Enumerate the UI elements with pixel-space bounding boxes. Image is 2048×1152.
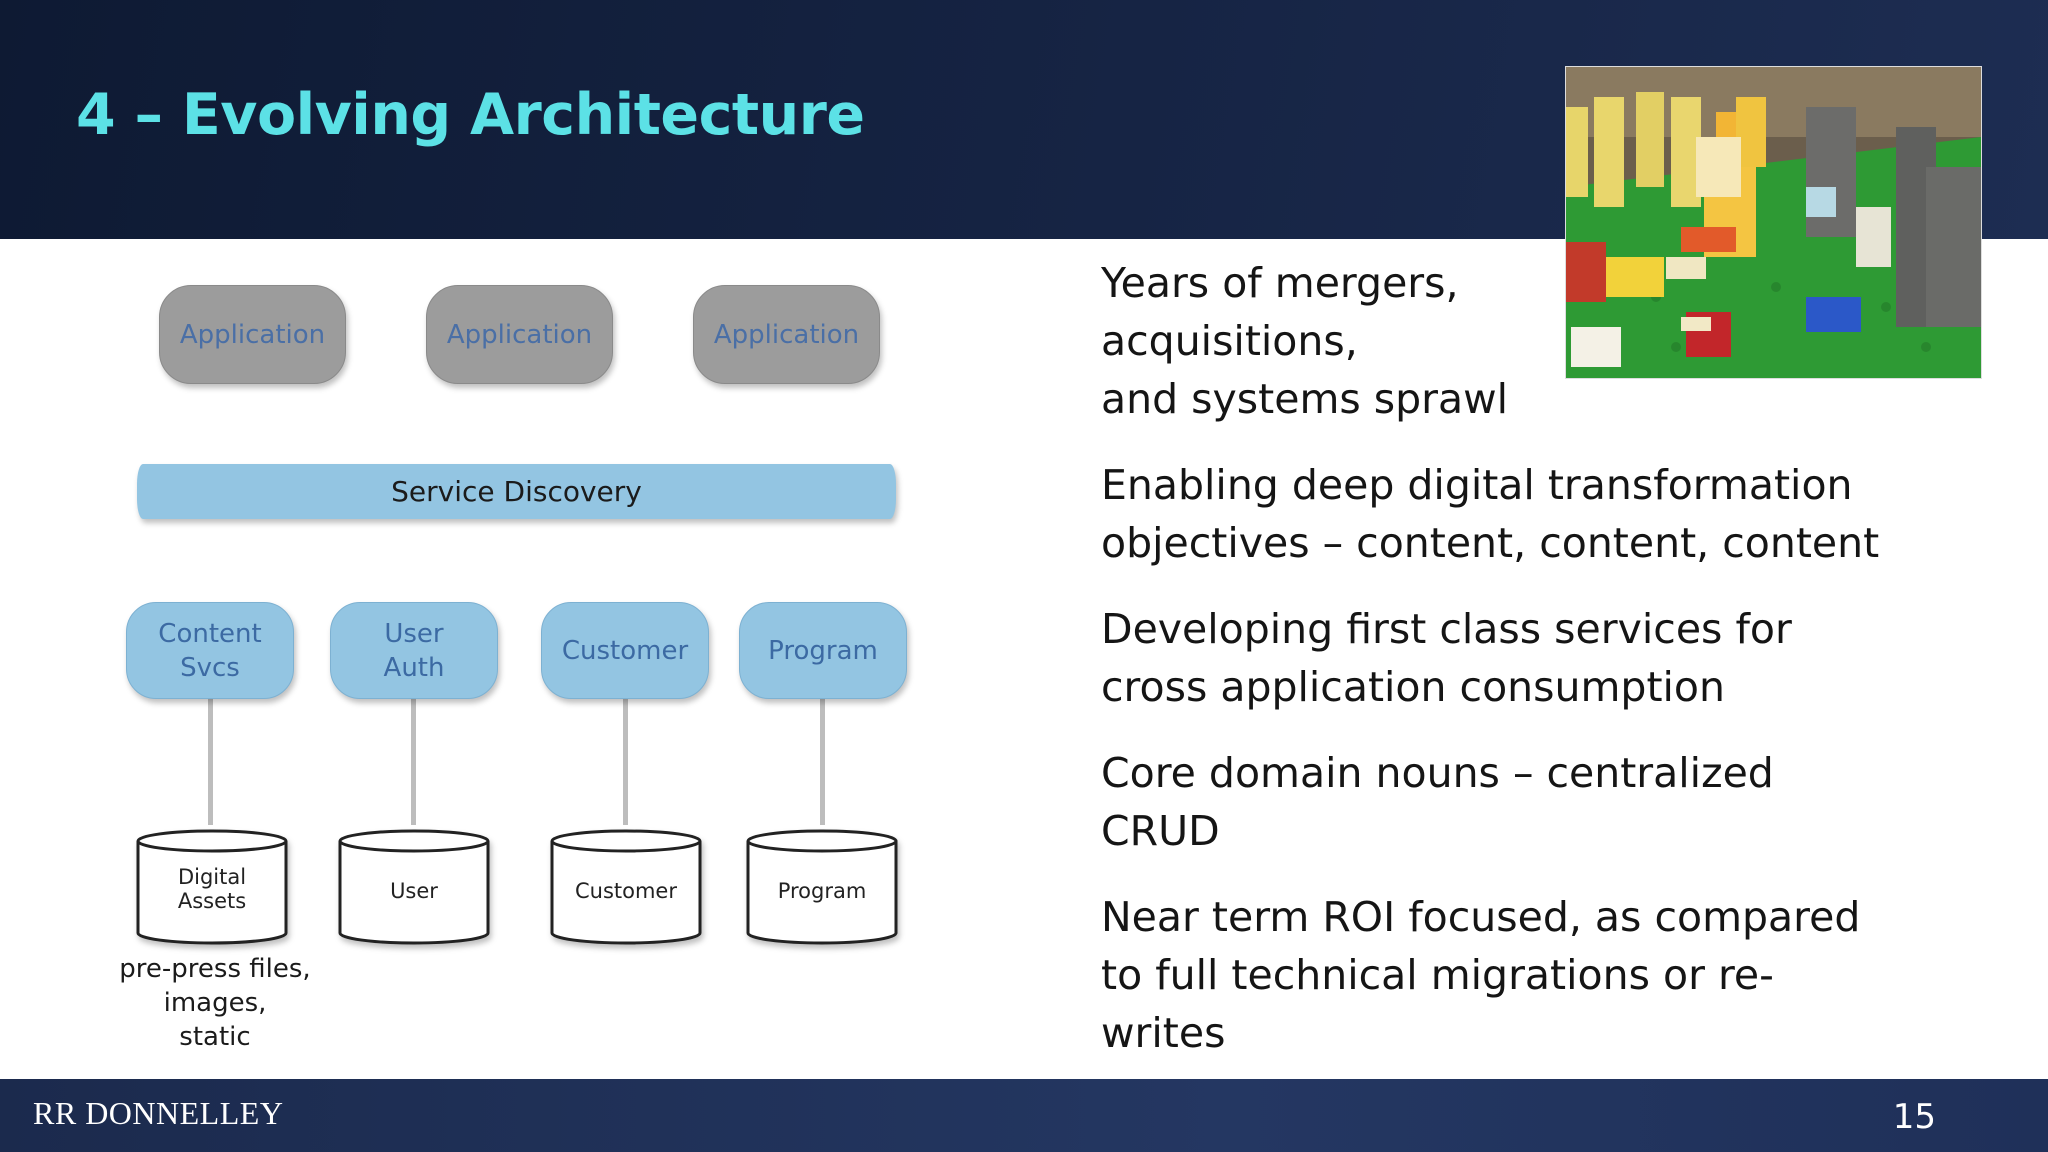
bullet-item: Enabling deep digital transformation obj… [1101,461,1880,567]
bullet-item: Years of mergers, acquisitions, and syst… [1101,259,1509,423]
architecture-diagram: Application Application Application Serv… [0,239,1000,1079]
database-label-program: Program [777,879,867,903]
slide-title: 4 – Evolving Architecture [76,82,865,148]
connector-line [208,697,213,825]
database-label-user: User [390,879,438,903]
application-node-3: Application [693,285,880,384]
page-number: 15 [1892,1097,1936,1137]
bullet-item: Near term ROI focused, as compared to fu… [1101,893,1861,1057]
service-discovery-bus: Service Discovery [137,464,896,519]
database-label-customer: Customer [574,879,677,903]
service-node-customer: Customer [541,602,709,699]
service-node-user-auth: User Auth [330,602,498,699]
connector-line [411,697,416,825]
connector-line [623,697,628,825]
digital-assets-note: pre-press files, images, static [119,954,311,1052]
bullet-item: Core domain nouns – centralized CRUD [1101,749,1774,855]
service-node-content-svcs: Content Svcs [126,602,294,699]
footer-band [0,1079,2048,1152]
company-logo: RR DONNELLEY [33,1095,284,1131]
service-node-program: Program [739,602,907,699]
application-node-1: Application [159,285,346,384]
bullet-item: Developing first class services for cros… [1101,605,1792,711]
lego-architecture-photo [1565,66,1982,379]
connector-line [820,697,825,825]
bullet-list: Years of mergers, acquisitions, and syst… [1101,254,1881,1090]
application-node-2: Application [426,285,613,384]
database-label-digital-assets: Digital Assets [177,865,247,913]
